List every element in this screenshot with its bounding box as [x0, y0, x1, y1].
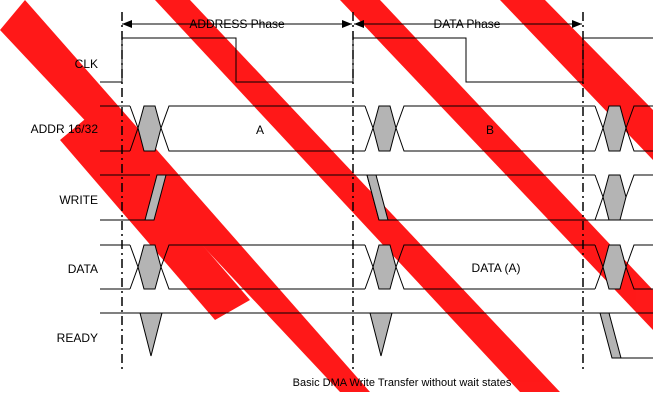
address-phase-label: ADDRESS Phase [189, 17, 285, 31]
diagram-caption: Basic DMA Write Transfer without wait st… [293, 377, 512, 389]
data-value-a: DATA (A) [472, 261, 521, 275]
addr-value-a: A [256, 123, 264, 137]
signal-labels: CLK ADDR 16/32 WRITE DATA READY [31, 57, 99, 345]
write-waveform [100, 174, 653, 221]
data-label: DATA [68, 262, 98, 276]
ready-waveform [100, 312, 653, 359]
ready-label: READY [57, 331, 98, 345]
addr-label: ADDR 16/32 [31, 122, 99, 136]
addr-waveform [100, 105, 653, 152]
clk-label: CLK [75, 57, 98, 71]
clk-waveform [100, 37, 653, 83]
data-phase-label: DATA Phase [434, 17, 501, 31]
write-label: WRITE [59, 193, 98, 207]
addr-value-b: B [486, 123, 494, 137]
data-waveform [100, 244, 653, 290]
phase-header: ADDRESS Phase DATA Phase [122, 17, 582, 31]
